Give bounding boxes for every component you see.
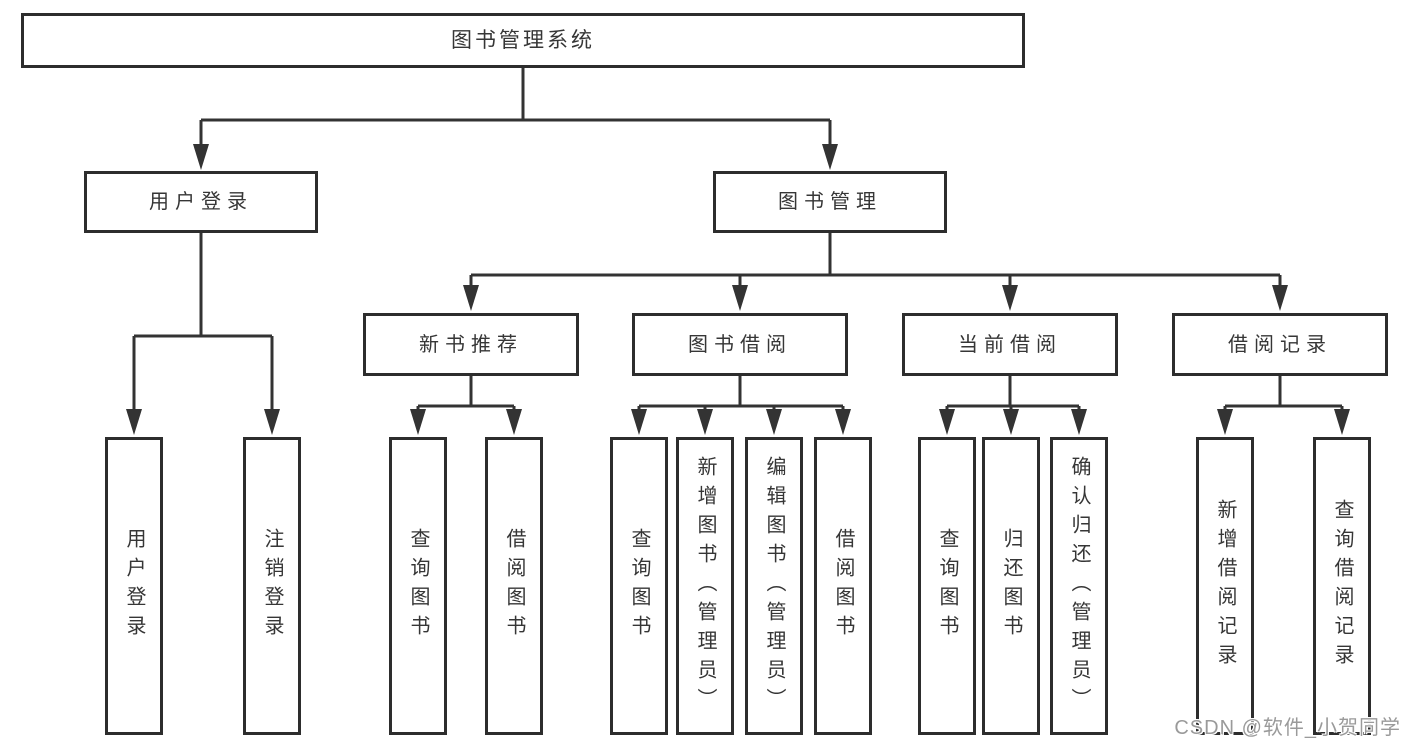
leaf-return-book: 归还图书 xyxy=(982,437,1040,735)
leaf-logout: 注销登录 xyxy=(243,437,301,735)
node-new-book-recommend: 新书推荐 xyxy=(363,313,579,376)
csdn-watermark: CSDN @软件_小贺同学 xyxy=(1174,717,1401,739)
leaf-edit-book-admin: 编辑图书（管理员） xyxy=(745,437,803,735)
node-user-login: 用户登录 xyxy=(84,171,318,233)
leaf-query-borrow-record: 查询借阅记录 xyxy=(1313,437,1371,735)
leaf-add-borrow-record: 新增借阅记录 xyxy=(1196,437,1254,735)
node-borrow-records: 借阅记录 xyxy=(1172,313,1388,376)
leaf-query-books-recommend: 查询图书 xyxy=(389,437,447,735)
node-book-borrow: 图书借阅 xyxy=(632,313,848,376)
node-book-management: 图书管理 xyxy=(713,171,947,233)
leaf-borrow-books-recommend: 借阅图书 xyxy=(485,437,543,735)
leaf-query-books-borrow: 查询图书 xyxy=(610,437,668,735)
leaf-confirm-return-admin: 确认归还（管理员） xyxy=(1050,437,1108,735)
leaf-user-login: 用户登录 xyxy=(105,437,163,735)
arrow-down-icons xyxy=(126,144,1350,435)
node-current-borrow: 当前借阅 xyxy=(902,313,1118,376)
leaf-add-book-admin: 新增图书（管理员） xyxy=(676,437,734,735)
node-root-system: 图书管理系统 xyxy=(21,13,1025,68)
leaf-borrow-books: 借阅图书 xyxy=(814,437,872,735)
leaf-query-books-current: 查询图书 xyxy=(918,437,976,735)
